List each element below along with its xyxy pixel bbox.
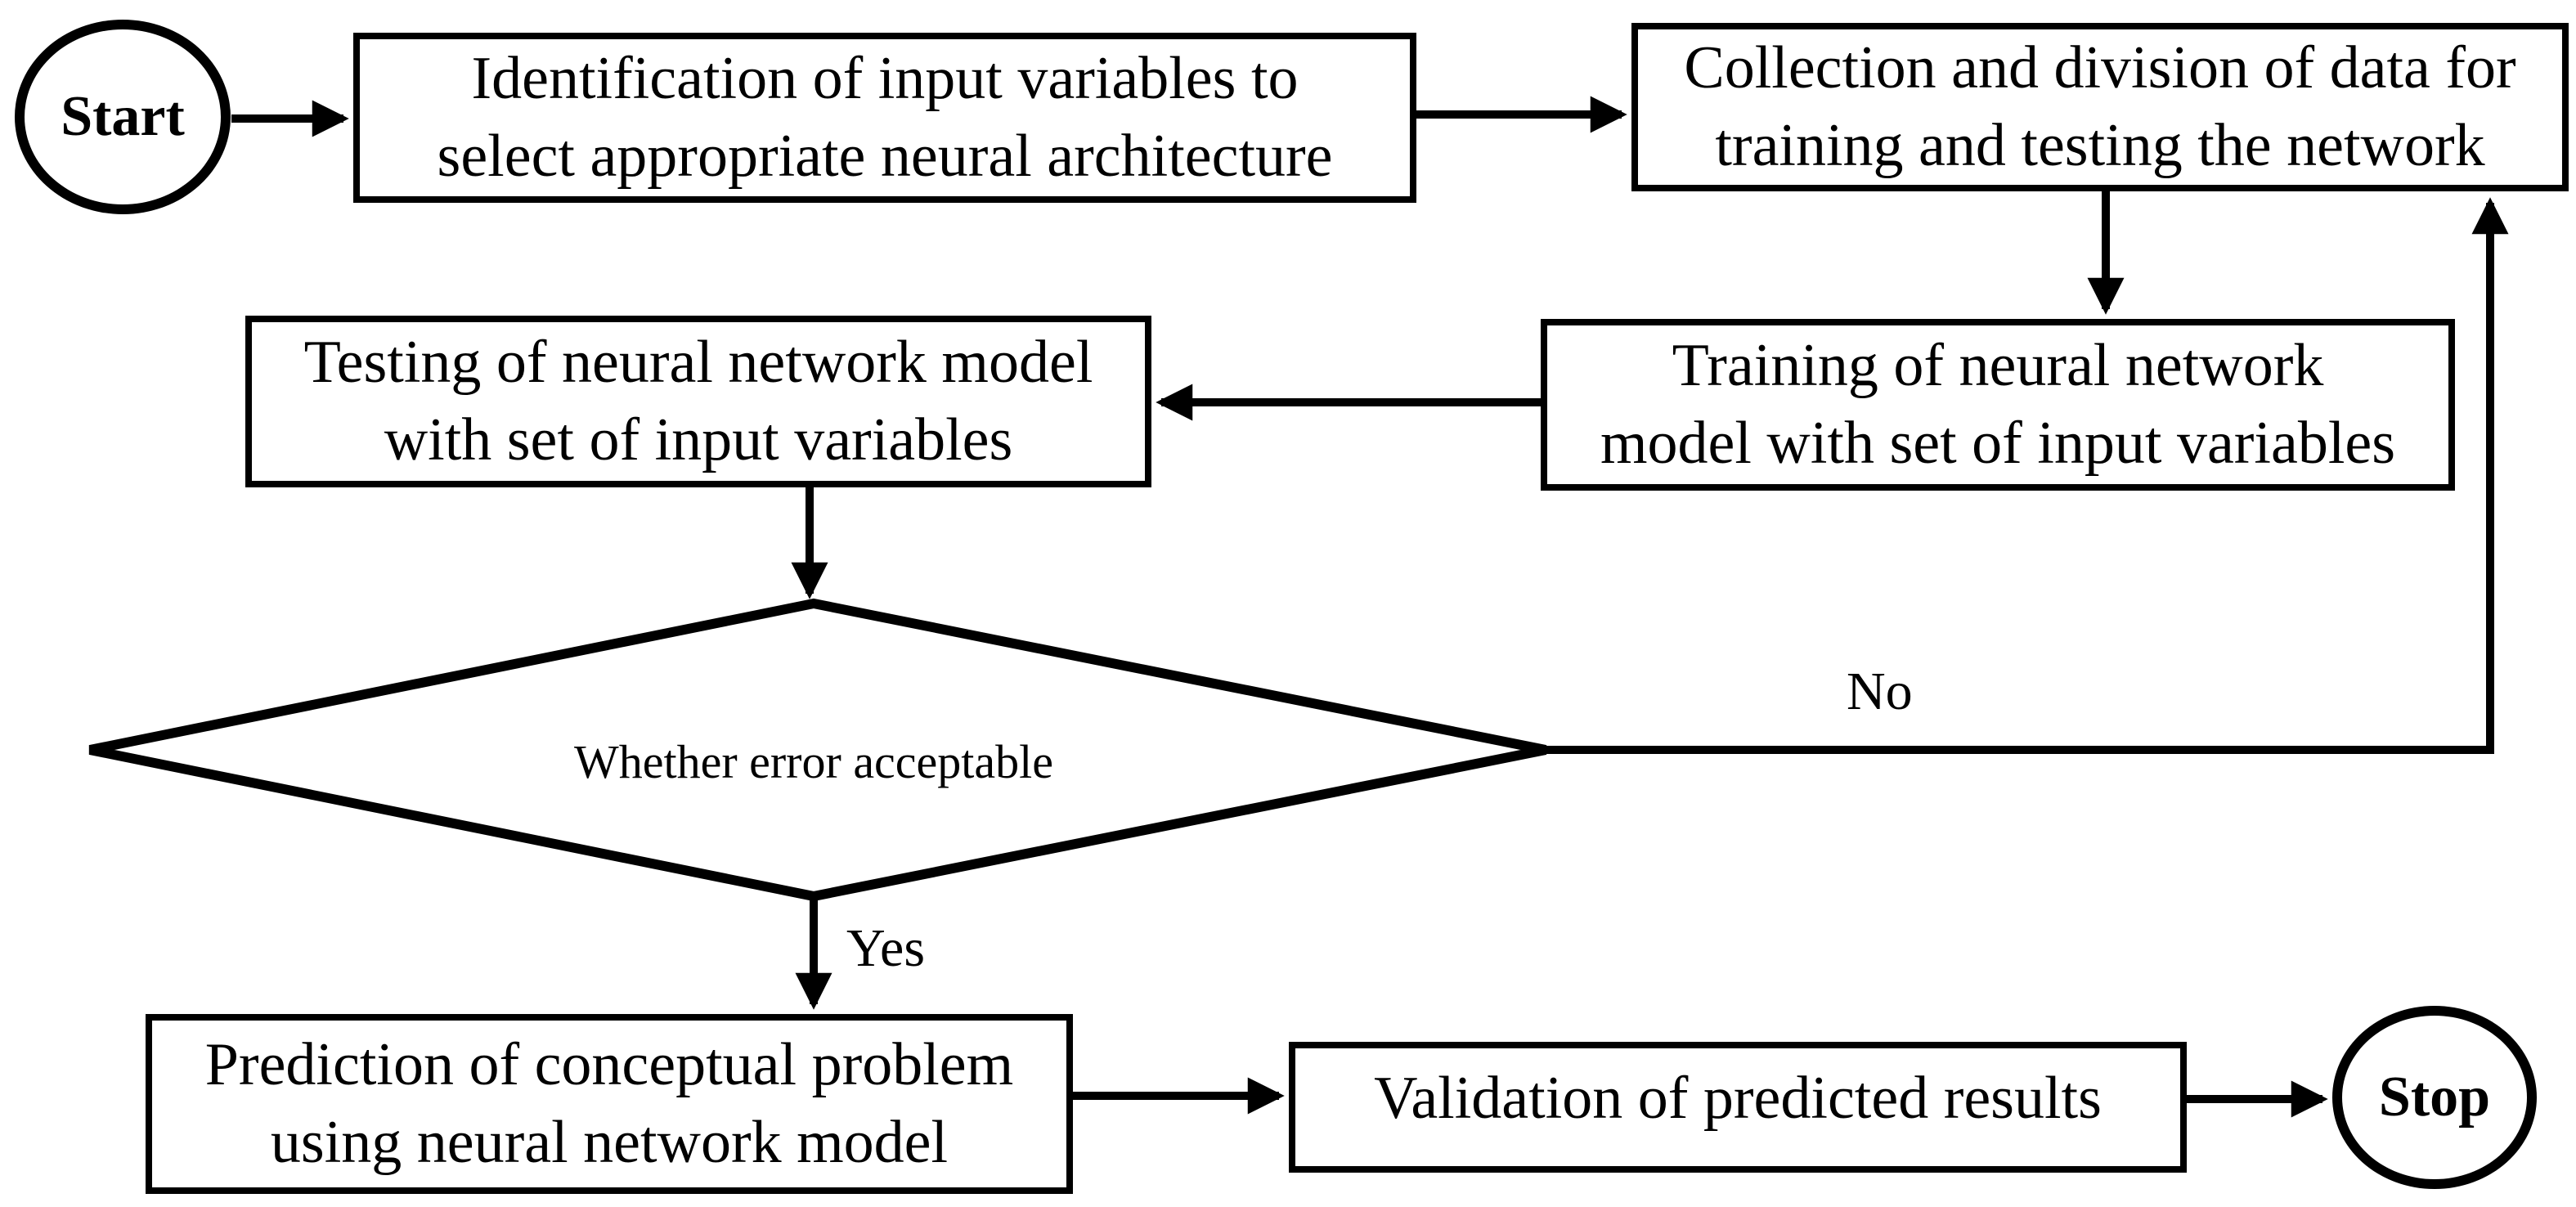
node-text-line: training and testing the network [1715,112,2485,179]
node-text-line: Prediction of conceptual problem [204,1031,1014,1099]
node-stop-label: Stop [2378,1066,2491,1129]
node-text-line: using neural network model [270,1109,949,1176]
edge-label-yes: Yes [846,918,926,978]
node-stop: Stop [2332,1006,2537,1189]
node-identification: Identification of input variables to sel… [353,33,1416,203]
node-validation: Validation of predicted results [1289,1042,2187,1173]
decision-diamond [88,598,1547,902]
node-collection: Collection and division of data for trai… [1631,23,2569,191]
node-training: Training of neural network model with se… [1541,319,2455,491]
node-text-line: Training of neural network [1672,332,2324,400]
decision-label: Whether error acceptable [573,735,1054,788]
node-text-line: Collection and division of data for [1684,34,2516,102]
node-prediction: Prediction of conceptual problem using n… [146,1014,1073,1194]
node-text-line: Identification of input variables to [471,45,1299,113]
node-testing: Testing of neural network model with set… [245,316,1151,487]
node-text-line: Testing of neural network model [303,329,1093,397]
node-text-line: select appropriate neural architecture [437,123,1333,190]
node-start: Start [15,20,231,214]
node-text-line: model with set of input variables [1600,410,2396,477]
edge-label-no: No [1847,662,1913,721]
node-validation-label: Validation of predicted results [1374,1065,2102,1132]
node-text-line: with set of input variables [384,406,1013,473]
arrow-decision-no-feedback [1546,197,2509,754]
node-start-label: Start [61,85,185,149]
